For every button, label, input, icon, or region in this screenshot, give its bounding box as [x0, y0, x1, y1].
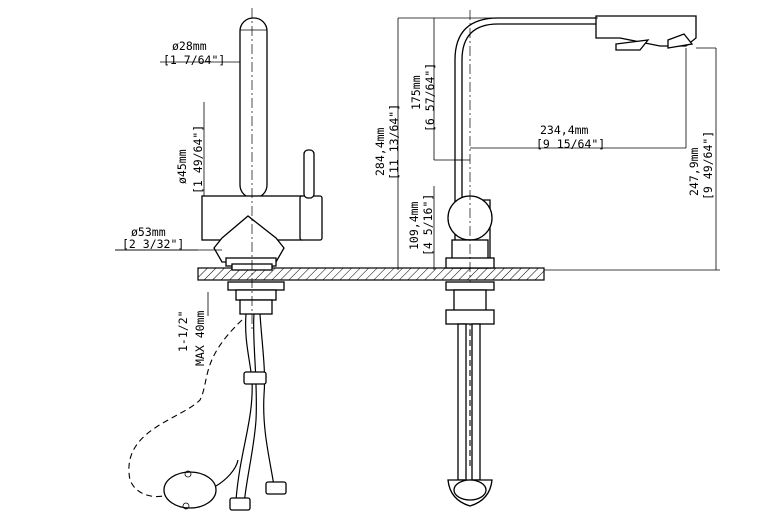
dim-h1094-mm: 109,4mm	[407, 201, 421, 250]
dim-d28-inch: [1 7/64"]	[163, 53, 225, 67]
dim-h2479-mm: 247,9mm	[687, 147, 701, 196]
dim-d45-inch: [1 49/64"]	[191, 125, 205, 194]
dim-d28-mm: ø28mm	[172, 39, 207, 53]
dim-h1094-inch: [4 5/16"]	[421, 194, 435, 256]
dim-h2479-inch: [9 49/64"]	[701, 131, 715, 200]
dim-h175-mm: 175mm	[409, 75, 423, 110]
dim-d53-inch: [2 3/32"]	[122, 237, 184, 251]
dim-d53-mm: ø53mm	[131, 225, 166, 239]
dimension-lines	[115, 17, 720, 316]
dim-thread-max: MAX 40mm	[193, 311, 207, 366]
dim-thread-size: 1-1/2"	[176, 310, 190, 352]
dim-h175-inch: [6 57/64"]	[423, 63, 437, 132]
front-view-faucet	[128, 8, 323, 511]
dim-h2844-inch: [11 13/64"]	[387, 104, 401, 180]
dim-reach-mm: 234,4mm	[540, 123, 589, 137]
dim-d45-mm: ø45mm	[175, 149, 189, 184]
dim-reach-inch: [9 15/64"]	[536, 137, 605, 151]
dim-h2844-mm: 284,4mm	[373, 127, 387, 176]
side-view-faucet	[445, 10, 697, 507]
